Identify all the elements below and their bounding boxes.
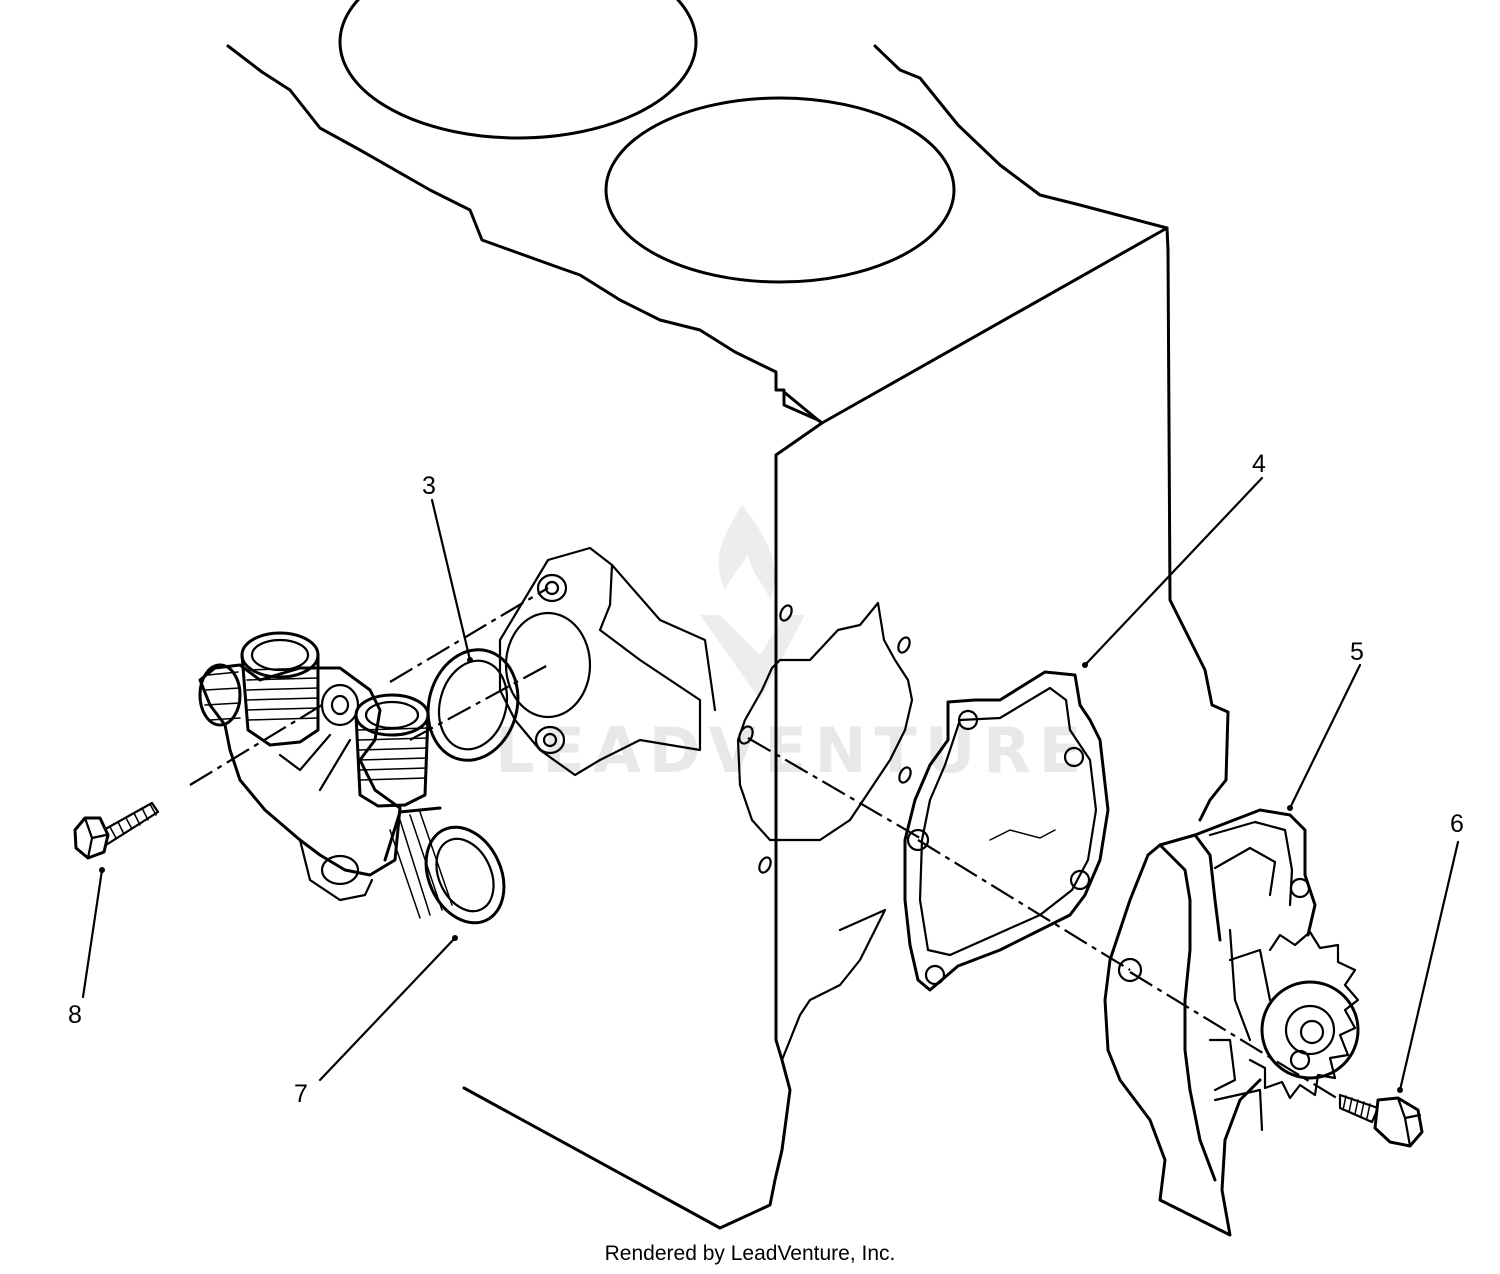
watermark-text: LEADVENTURE [495, 714, 1089, 787]
callout-7: 7 [294, 1080, 308, 1108]
callout-5: 5 [1350, 638, 1364, 666]
engine-block [226, 0, 1230, 1230]
watermark-v-icon [700, 615, 805, 700]
part-6-bolt [1338, 1093, 1424, 1148]
part-8-bolt [73, 801, 160, 860]
part-4-gasket [903, 670, 1110, 992]
watermark-flame-icon [718, 505, 775, 600]
footer-credit: Rendered by LeadVenture, Inc. [605, 1242, 896, 1265]
callout-8: 8 [68, 1001, 82, 1029]
front-cover [736, 601, 914, 1062]
assembly-centerlines [189, 587, 1341, 1101]
callout-4: 4 [1252, 450, 1266, 478]
mounting-boss [498, 546, 717, 777]
part-3-o-ring [426, 648, 520, 762]
part-7-thermostat-housing [198, 631, 506, 925]
watermark: LEADVENTURE [495, 505, 1089, 787]
part-5-water-pump [1103, 808, 1360, 1237]
callout-6: 6 [1450, 810, 1464, 838]
callout-3: 3 [422, 472, 436, 500]
leader-lines [81, 476, 1460, 1093]
callouts: 3 4 5 6 7 8 [68, 450, 1464, 1108]
